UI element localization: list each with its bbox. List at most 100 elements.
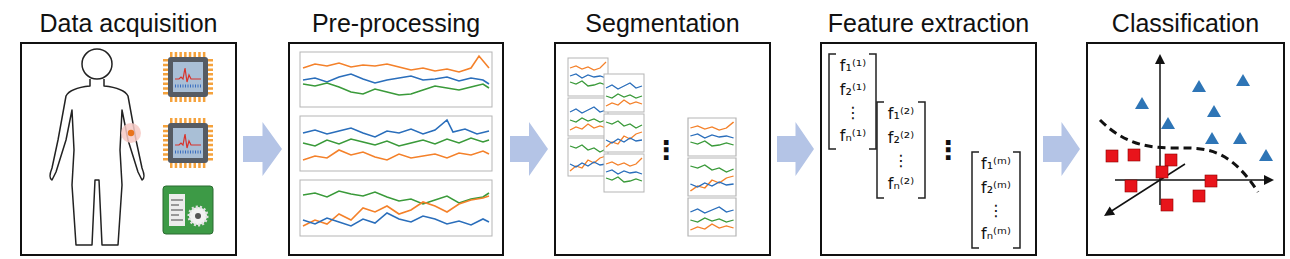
sensor-board: [163, 186, 213, 234]
sensor-board: [189, 207, 207, 225]
signal-chart: [300, 116, 492, 171]
axes: [1115, 179, 1266, 181]
sensor-board: [171, 210, 183, 211]
stage-panel: Data acquisition: [20, 42, 237, 256]
feature-value: fₙ⁽²⁾: [888, 175, 914, 193]
ellipsis: ⋮: [653, 136, 679, 165]
flow-arrow: [1043, 122, 1080, 176]
class-triangle: [1205, 132, 1219, 144]
signal-chart: [300, 180, 492, 236]
class-square: [1125, 180, 1137, 192]
ellipsis: ⋮: [845, 104, 861, 122]
window-stack: [604, 114, 644, 152]
window-stack: [568, 58, 736, 236]
signal-chart: [303, 56, 489, 72]
class-square: [1205, 175, 1217, 187]
signal-chart: [303, 74, 489, 84]
feature-value: f₁⁽¹⁾: [840, 57, 866, 75]
stage-panel: Pre-processing: [288, 42, 504, 256]
vector-bracket: [829, 54, 1020, 248]
feature-value: f₂⁽¹⁾: [840, 81, 866, 99]
class-square: [1161, 199, 1173, 211]
signal-chart: [303, 138, 489, 146]
sensor-board: [171, 215, 179, 216]
signal-chart: [303, 196, 489, 226]
human-outline: [50, 79, 144, 245]
axes: [1110, 164, 1185, 212]
panel-title: Pre-processing: [312, 9, 480, 38]
class-triangle: [1192, 80, 1206, 92]
vector-bracket: [869, 54, 876, 149]
ellipsis: ⋮: [893, 152, 909, 170]
feature-value: f₁⁽²⁾: [888, 105, 914, 123]
window-stack: [688, 198, 736, 236]
decision-boundary: [1100, 120, 1258, 192]
sensor-position: [128, 130, 134, 136]
window-stack: [568, 138, 608, 176]
axes: [1104, 54, 1274, 216]
sensor-board: [195, 213, 201, 219]
panel-title: Segmentation: [585, 9, 739, 38]
sensor-board: [163, 186, 213, 234]
panel-title: Classification: [1112, 9, 1259, 38]
class-triangle: [1236, 74, 1250, 86]
class-triangle: [1233, 132, 1247, 144]
window-stack: [604, 74, 644, 112]
signal-chart: [303, 83, 489, 95]
feature-value: f₁⁽ᵐ⁾: [981, 155, 1011, 173]
class-triangle: [1259, 149, 1273, 161]
sensor-board: [171, 220, 183, 221]
class-square: [1156, 166, 1168, 178]
vector-bracket: [1013, 152, 1020, 248]
class-square: [1106, 149, 1217, 211]
sensor-board: [169, 194, 185, 226]
axes: [1159, 62, 1161, 205]
sensor-position: [121, 123, 141, 143]
vector-bracket: [877, 102, 884, 198]
flow-arrow: [510, 122, 548, 176]
ellipsis: ⋮: [988, 202, 1004, 220]
signal-chart: [303, 191, 489, 204]
class-triangle: [1207, 105, 1221, 117]
window-stack: [688, 158, 736, 196]
feature-value: f₂⁽²⁾: [888, 129, 914, 147]
window-stack: [568, 98, 608, 136]
sensor-board: [171, 205, 179, 206]
window-stack: [568, 58, 608, 96]
signal-chart: [303, 150, 489, 160]
window-stack: [688, 118, 736, 156]
stage-panel: Classification: [1086, 42, 1285, 256]
flow-arrow: [777, 122, 814, 176]
axes: [1104, 206, 1115, 216]
class-square: [1128, 149, 1140, 161]
sensor-chip: [166, 121, 210, 165]
class-triangle: [1161, 117, 1175, 129]
window-stack: [688, 158, 736, 196]
axes: [1264, 175, 1274, 185]
sensor-position: [121, 123, 141, 143]
feature-value: fₙ⁽¹⁾: [840, 127, 866, 145]
sensor-board: [171, 200, 183, 201]
panel-title: Feature extraction: [828, 9, 1030, 38]
feature-value: fₙ⁽ᵐ⁾: [981, 225, 1011, 243]
human-outline: [82, 49, 112, 79]
class-triangle: [1135, 97, 1149, 109]
window-stack: [604, 154, 644, 192]
flow-arrow: [243, 122, 282, 176]
window-stack: [688, 198, 736, 236]
window-stack: [688, 118, 736, 156]
signal-chart: [300, 116, 492, 171]
ellipsis: ⋮: [935, 136, 961, 165]
signal-chart: [303, 120, 489, 137]
vector-bracket: [829, 54, 836, 149]
class-square: [1106, 150, 1118, 162]
class-square: [1193, 190, 1205, 202]
class-triangle: [1135, 74, 1273, 161]
feature-value: f₂⁽ᵐ⁾: [981, 179, 1011, 197]
human-outline: [50, 49, 144, 245]
signal-chart: [300, 180, 492, 236]
panel-title: Data acquisition: [40, 9, 218, 38]
